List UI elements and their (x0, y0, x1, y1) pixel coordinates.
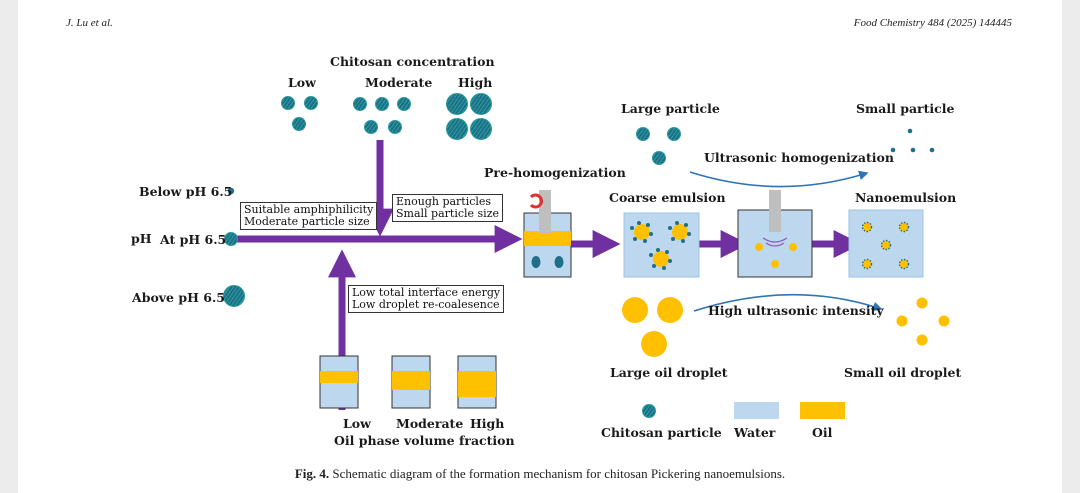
chitosan-high-label: High (458, 75, 493, 90)
legend-water-label: Water (734, 425, 776, 440)
enough-particles-box: Enough particles Small particle size (392, 194, 504, 222)
caption-text: Schematic diagram of the formation mecha… (332, 466, 786, 481)
high-concentration-particles (446, 93, 492, 140)
pre-homogenization-label: Pre-homogenization (484, 165, 626, 180)
beaker-low (319, 355, 359, 409)
oil-moderate-label: Moderate (396, 416, 464, 431)
interface-energy-box: Low total interface energy Low droplet r… (348, 285, 505, 313)
recoalesence-line: Low droplet re-coalesence (352, 298, 500, 311)
legend-chitosan-icon (642, 404, 656, 418)
beaker-moderate (391, 355, 431, 409)
large-oil-droplets (622, 297, 683, 357)
above-ph-label: Above pH 6.5 (132, 290, 225, 305)
ultrasonic-homogenization-label: Ultrasonic homogenization (704, 150, 894, 165)
mechanism-diagram (223, 93, 950, 419)
coarse-emulsion-box (623, 212, 700, 278)
moderate-concentration-particles (353, 97, 411, 134)
high-ultrasonic-intensity-label: High ultrasonic intensity (708, 303, 884, 318)
above-ph-particle (223, 285, 245, 307)
header-authors: J. Lu et al. (66, 17, 113, 29)
large-particles (636, 127, 681, 165)
ultrasonic-homogenization-arrow (689, 170, 869, 188)
legend-oil-label: Oil (812, 425, 833, 440)
pre-homogenization-beaker (523, 190, 572, 278)
small-size-line: Small particle size (396, 207, 500, 220)
at-ph-label: At pH 6.5 (160, 232, 227, 247)
legend-water-swatch (734, 402, 779, 419)
small-oil-droplet-label: Small oil droplet (844, 365, 962, 380)
oil-fraction-title: Oil phase volume fraction (334, 433, 515, 448)
amphiphilicity-line: Suitable amphiphilicity (244, 203, 374, 216)
beaker-high (457, 355, 497, 409)
at-ph-particle (224, 232, 238, 246)
nanoemulsion-label: Nanoemulsion (855, 190, 957, 205)
chitosan-concentration-title: Chitosan concentration (330, 54, 495, 69)
interface-energy-line: Low total interface energy (352, 286, 501, 299)
below-ph-label: Below pH 6.5 (139, 184, 233, 199)
small-oil-droplets (896, 297, 950, 346)
legend-oil-swatch (800, 402, 845, 419)
particle-size-line: Moderate particle size (244, 215, 370, 228)
figure-caption: Fig. 4. Schematic diagram of the formati… (18, 466, 1062, 482)
header-journal: Food Chemistry 484 (2025) 144445 (853, 17, 1012, 29)
ph-axis-label: pH (131, 231, 152, 246)
small-particle-label: Small particle (856, 101, 955, 116)
oil-low-label: Low (343, 416, 371, 431)
amphiphilicity-box: Suitable amphiphilicity Moderate particl… (240, 202, 378, 230)
high-intensity-arrow (693, 293, 883, 312)
coarse-emulsion-label: Coarse emulsion (609, 190, 726, 205)
large-oil-droplet-label: Large oil droplet (610, 365, 728, 380)
paper-page: J. Lu et al. Food Chemistry 484 (2025) 1… (18, 0, 1062, 493)
caption-label: Fig. 4. (294, 466, 330, 481)
below-ph-particle (227, 187, 235, 195)
enough-particles-line: Enough particles (396, 195, 492, 208)
legend-chitosan-label: Chitosan particle (601, 425, 722, 440)
low-concentration-particles (281, 96, 318, 131)
chitosan-low-label: Low (288, 75, 316, 90)
nanoemulsion-box (848, 209, 924, 278)
oil-high-label: High (470, 416, 505, 431)
small-particles (890, 128, 935, 153)
chitosan-moderate-label: Moderate (365, 75, 433, 90)
ultrasonic-beaker (737, 190, 813, 278)
large-particle-label: Large particle (621, 101, 720, 116)
